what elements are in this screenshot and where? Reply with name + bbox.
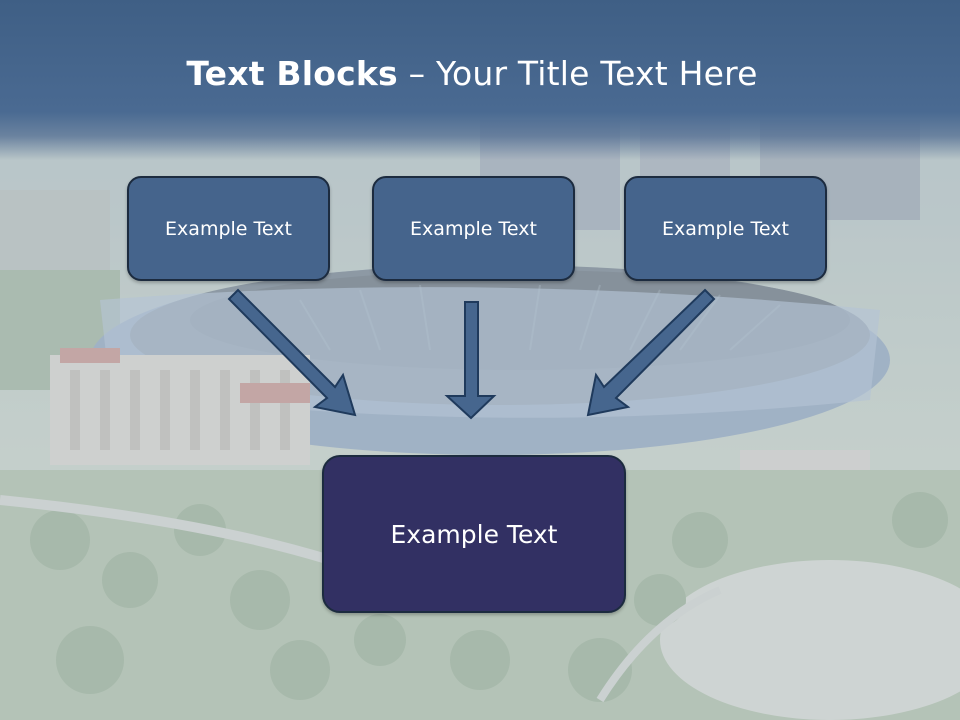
text-block-1-label: Example Text (165, 217, 292, 240)
main-text-block[interactable]: Example Text (322, 455, 626, 613)
slide-title: Text Blocks – Your Title Text Here (0, 54, 944, 93)
text-block-2-label: Example Text (410, 217, 537, 240)
arrow-center-down (444, 301, 497, 420)
title-rest: – Your Title Text Here (397, 54, 758, 93)
header-band (0, 0, 960, 160)
arrow-right-diagonal (586, 288, 716, 417)
main-text-block-label: Example Text (390, 519, 558, 549)
title-bold: Text Blocks (186, 54, 398, 93)
text-block-1[interactable]: Example Text (127, 176, 330, 281)
text-block-3-label: Example Text (662, 217, 789, 240)
text-block-3[interactable]: Example Text (624, 176, 827, 281)
text-block-2[interactable]: Example Text (372, 176, 575, 281)
arrow-left-diagonal (227, 288, 357, 417)
